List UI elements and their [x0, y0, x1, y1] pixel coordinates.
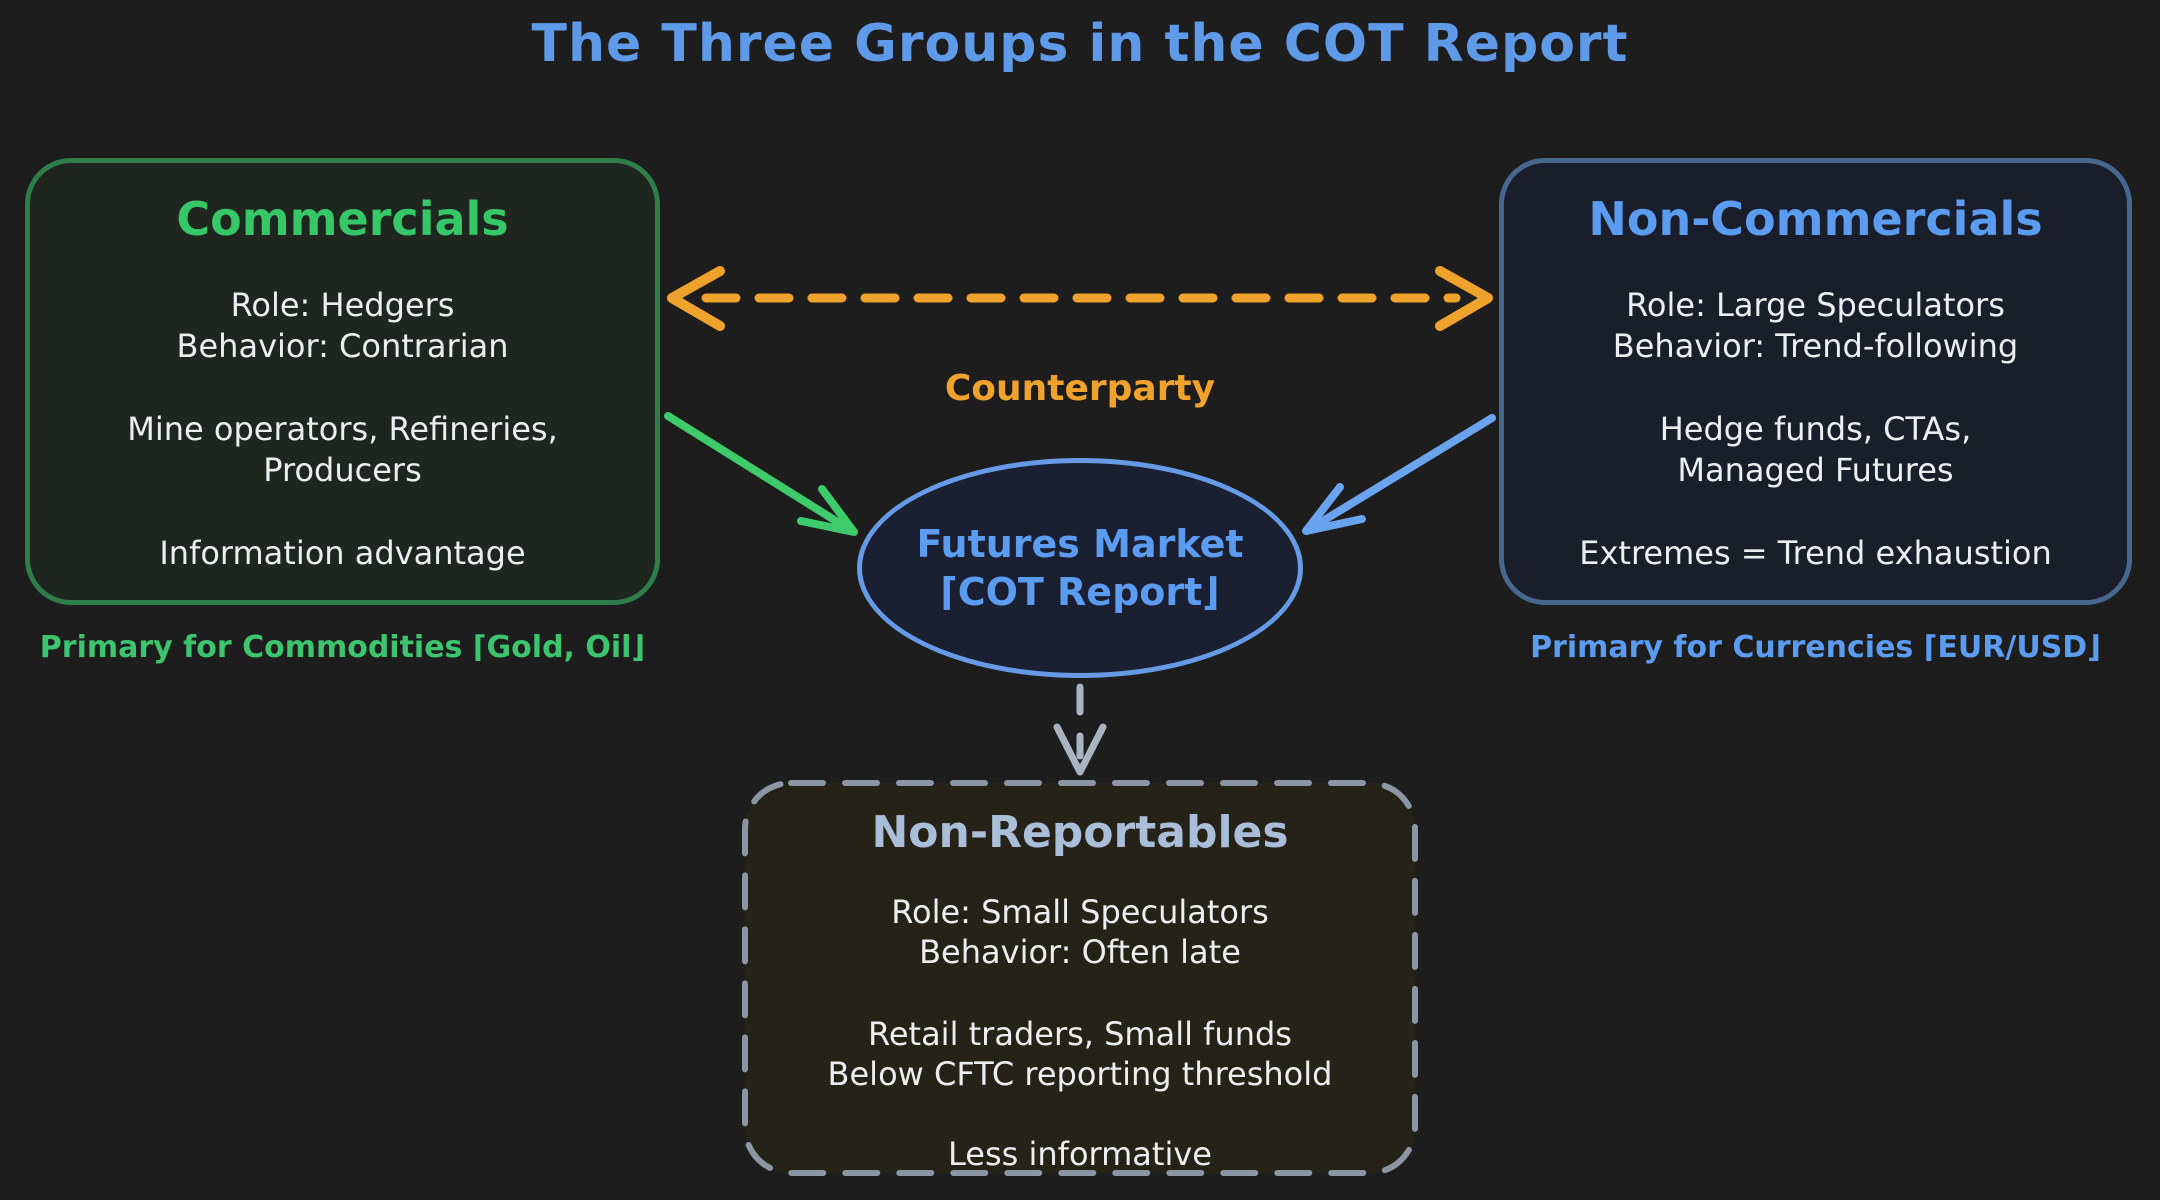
commercials-box: Commercials Role: Hedgers Behavior: Cont…: [25, 158, 660, 605]
noncommercials-examples-line2: Managed Futures: [1677, 451, 1954, 489]
noncommercials-to-market-arrow: [1302, 414, 1496, 535]
commercials-examples-line1: Mine operators, Refineries,: [127, 410, 558, 448]
noncommercials-examples-line1: Hedge funds, CTAs,: [1659, 410, 1972, 448]
noncommercials-arrowhead: [1302, 483, 1366, 535]
counterparty-label: Counterparty: [944, 368, 1216, 409]
nonreportables-title: Non-Reportables: [871, 807, 1289, 858]
commercials-arrowhead: [797, 485, 858, 536]
nonreportables-examples-line1: Retail traders, Small funds: [868, 1015, 1292, 1053]
nonreportables-box: Non-Reportables Role: Small Speculators …: [742, 780, 1418, 1176]
commercials-title: Commercials: [176, 192, 509, 246]
noncommercials-role: Role: Large Speculators: [1626, 286, 2005, 324]
commercials-behavior: Behavior: Contrarian: [176, 327, 509, 365]
commercials-to-market-arrow: [664, 412, 858, 536]
nonreportables-behavior: Behavior: Often late: [919, 933, 1241, 971]
futures-market-ellipse: Futures Market ⌈COT Report⌋: [857, 458, 1303, 678]
page-title: The Three Groups in the COT Report: [531, 14, 1629, 74]
counterparty-arrowhead-right: [1435, 266, 1493, 331]
noncommercials-note: Extremes = Trend exhaustion: [1579, 534, 2052, 572]
counterparty-arrow: [667, 266, 1493, 331]
commercials-note: Information advantage: [159, 534, 526, 572]
nonreportables-arrowhead: [1053, 723, 1107, 776]
noncommercials-caption: Primary for Currencies ⌈EUR/USD⌋: [1530, 630, 2101, 665]
nonreportables-examples-line2: Below CFTC reporting threshold: [827, 1055, 1333, 1093]
noncommercials-title: Non-Commercials: [1588, 192, 2043, 246]
commercials-caption: Primary for Commodities ⌈Gold, Oil⌋: [39, 630, 646, 665]
nonreportables-role: Role: Small Speculators: [891, 893, 1269, 931]
nonreportables-note: Less informative: [948, 1135, 1212, 1173]
futures-market-title: Futures Market: [916, 522, 1244, 566]
commercials-role: Role: Hedgers: [230, 286, 455, 324]
futures-market-subtitle: ⌈COT Report⌋: [940, 570, 1220, 614]
counterparty-arrowhead-left: [667, 266, 725, 331]
market-to-nonreportables-arrow: [1053, 683, 1107, 776]
noncommercials-behavior: Behavior: Trend-following: [1612, 327, 2019, 365]
noncommercials-box: Non-Commercials Role: Large Speculators …: [1499, 158, 2132, 605]
commercials-examples-line2: Producers: [263, 451, 422, 489]
